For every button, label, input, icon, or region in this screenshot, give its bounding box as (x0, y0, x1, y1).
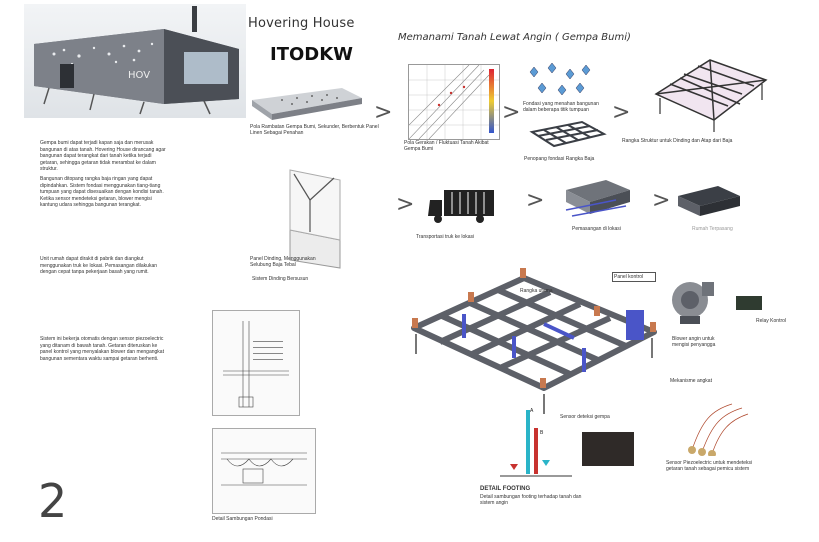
steel-grid (528, 118, 608, 154)
caption-footing: DETAIL FOOTING (480, 486, 531, 492)
footing-marker-b: B (540, 430, 544, 436)
blower-render (668, 274, 716, 326)
flow-arrow-3: > (612, 100, 631, 125)
seismic-graph (408, 64, 500, 140)
wall-frame (280, 160, 360, 270)
caption-detail: Detail Sambungan Pondasi (212, 516, 273, 522)
caption-mechanism: Mekanisme angkat (670, 378, 712, 384)
body-paragraph-1: Gempa bumi dapat terjadi kapan saja dan … (40, 140, 166, 172)
caption-wall: Panel Dinding, Menggunakan Selubung Baja… (250, 256, 316, 268)
house-illustration (34, 6, 239, 115)
foundation-nodes (520, 62, 600, 102)
flow-arrow-4: > (396, 192, 415, 217)
footing-photo (582, 432, 634, 466)
detail-drawing (212, 428, 316, 514)
truck-icon (428, 186, 498, 226)
page-subtitle: Memanami Tanah Lewat Angin ( Gempa Bumi) (398, 32, 631, 43)
caption-relay: Relay Kontrol (756, 318, 787, 324)
house-render: HOV (24, 4, 246, 118)
caption-footing-desc: Detail sambungan footing terhadap tanah … (480, 494, 582, 506)
install-render (556, 176, 636, 224)
logo: ITODKW (270, 44, 354, 65)
body-paragraph-3: Unit rumah dapat dirakit di pabrik dan d… (40, 256, 158, 275)
caption-grid: Penopang fondasi Rangka Baja (524, 156, 595, 162)
caption-piezo: Sensor Piezoelectric untuk mendeteksi ge… (666, 460, 753, 472)
body-paragraph-4: Sistem ini bekerja otomatis dengan senso… (40, 336, 164, 362)
final-render (674, 180, 744, 220)
house-badge: HOV (128, 70, 151, 81)
caption-graph: Pola Gerakan / Fluktuasi Tanah Akibat Ge… (404, 140, 489, 152)
caption-sensor: Sensor deteksi gempa (560, 414, 610, 420)
caption-blower: Blower angin untuk mengisi penyangga (672, 336, 716, 348)
caption-truck: Transportasi truk ke lokasi (416, 234, 475, 240)
flow-arrow-5: > (526, 188, 545, 213)
caption-nodes: Fondasi yang menahan bangunan dalam bebe… (523, 101, 599, 113)
section-drawing (212, 310, 300, 416)
flow-arrow-1: > (374, 100, 393, 125)
body-paragraph-2: Bangunan ditopang rangka baja ringan yan… (40, 176, 164, 208)
caption-final: Rumah Terpasang (692, 226, 733, 232)
flow-arrow-6: > (652, 188, 671, 213)
caption-wall2: Sistem Dinding Bersusun (252, 276, 309, 282)
caption-box-label: Panel kontrol (612, 272, 656, 282)
page-number: 2 (38, 474, 68, 528)
page-title: Hovering House (248, 16, 355, 31)
caption-panel: Pola Rambatan Gempa Bumi, Sekunder, Berb… (250, 124, 379, 136)
panel-sample (252, 86, 362, 122)
footing-marker-a: A (530, 408, 534, 414)
caption-install: Pemasangan di lokasi (572, 226, 621, 232)
footing-render (496, 404, 576, 484)
piezo-render (682, 400, 752, 458)
caption-frame-label: Rangka utama (520, 288, 553, 294)
flow-arrow-2: > (502, 100, 521, 125)
foundation-grid-render (404, 262, 664, 422)
caption-roof: Rangka Struktur untuk Dinding dan Atap d… (622, 138, 733, 144)
relay-render (736, 296, 762, 310)
roof-frame (650, 54, 772, 134)
